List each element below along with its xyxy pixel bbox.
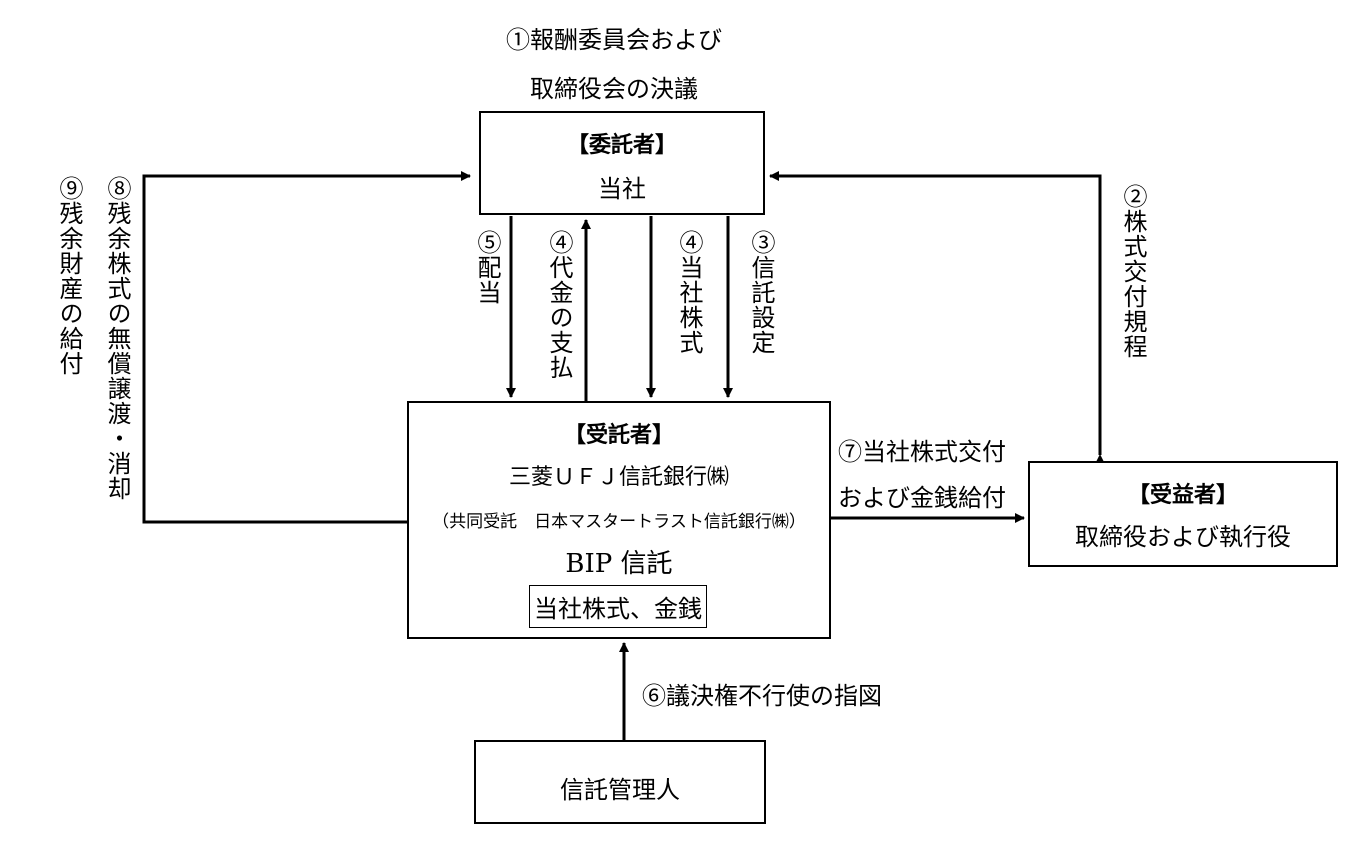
beneficiary-box: 【受益者】 取締役および執行役 (1028, 461, 1338, 567)
label-delivery-line1: ⑦当社株式交付 (838, 438, 1006, 466)
trust-administrator-box: 信託管理人 (474, 740, 766, 824)
trustee-cotrustee: （共同受託 日本マスタートラスト信託銀行㈱） (432, 512, 806, 532)
resolution-label: ①報酬委員会および 取締役会の決議 (478, 20, 750, 104)
resolution-label-line2: 取締役会の決議 (530, 75, 698, 103)
entrustor-box: 【委託者】 当社 (479, 111, 765, 215)
trustee-bank: 三菱ＵＦＪ信託銀行㈱ (508, 465, 729, 490)
label-residual-shares: ⑧残余株式の無償譲渡・消却 (103, 176, 131, 501)
label-trust-setting: ③信託設定 (747, 230, 775, 355)
trustee-trust-name: BIP 信託 (565, 549, 673, 579)
trust-assets: 当社株式、金銭 (529, 585, 707, 628)
beneficiary-name: 取締役および執行役 (1075, 523, 1291, 551)
label-payment: ④代金の支払 (545, 230, 573, 380)
trustee-box: 【受託者】 三菱ＵＦＪ信託銀行㈱ （共同受託 日本マスタートラスト信託銀行㈱） … (407, 401, 831, 639)
arrow-stock-rules (769, 171, 1105, 464)
label-company-shares: ④当社株式 (675, 230, 703, 355)
trust-administrator-name: 信託管理人 (560, 776, 680, 804)
label-dividend: ⑤配当 (473, 230, 501, 305)
arrow-residual (142, 171, 471, 524)
entrustor-title: 【委託者】 (566, 132, 677, 158)
trustee-title: 【受託者】 (563, 422, 674, 448)
label-delivery-line2: および金銭給付 (838, 484, 1006, 512)
label-stock-rules: ②株式交付規程 (1119, 184, 1147, 359)
beneficiary-title: 【受益者】 (1127, 482, 1238, 508)
resolution-label-line1: ①報酬委員会および (506, 26, 722, 54)
label-residual-assets: ⑨残余財産の給付 (55, 176, 83, 376)
entrustor-name: 当社 (598, 175, 646, 203)
label-voting-instruction: ⑥議決権不行使の指図 (642, 682, 882, 710)
